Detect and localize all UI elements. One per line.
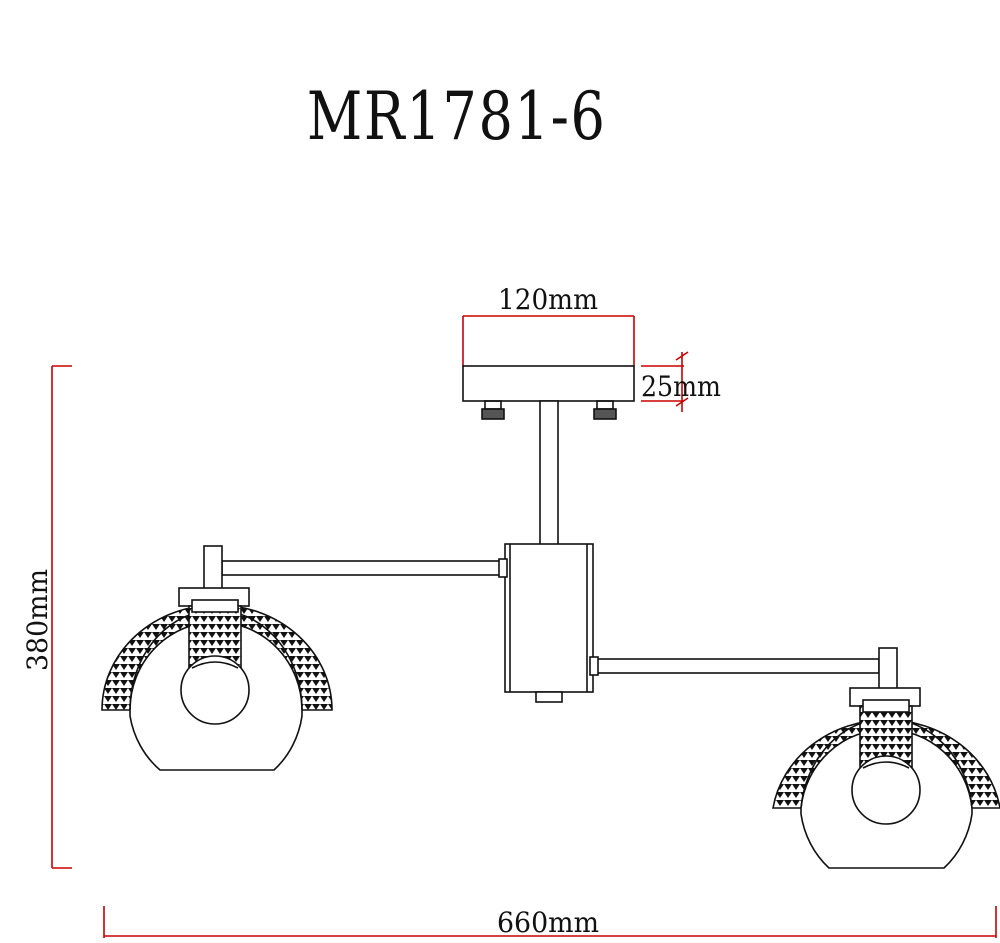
ceiling-canopy bbox=[462, 365, 635, 402]
overall-height-label: 380mm bbox=[21, 569, 54, 671]
dimension-overall-width: 660mm bbox=[103, 906, 997, 939]
dimension-canopy-width: 120mm bbox=[462, 283, 635, 366]
canopy-screw-right bbox=[593, 400, 617, 420]
canopy-screw-left bbox=[481, 400, 505, 420]
right-arm bbox=[589, 647, 898, 693]
left-shade bbox=[101, 587, 333, 771]
canopy-height-label: 25mm bbox=[641, 370, 721, 403]
canopy-width-label: 120mm bbox=[498, 283, 598, 316]
model-title: MR1781-6 bbox=[306, 78, 607, 155]
bottom-finial bbox=[535, 691, 563, 703]
right-shade bbox=[772, 687, 1000, 869]
overall-width-label: 660mm bbox=[497, 906, 599, 939]
dimension-canopy-height: 25mm bbox=[641, 351, 721, 412]
left-arm bbox=[203, 545, 508, 591]
center-body bbox=[504, 543, 594, 693]
dimension-overall-height: 380mm bbox=[21, 365, 72, 869]
center-stem bbox=[539, 400, 559, 546]
